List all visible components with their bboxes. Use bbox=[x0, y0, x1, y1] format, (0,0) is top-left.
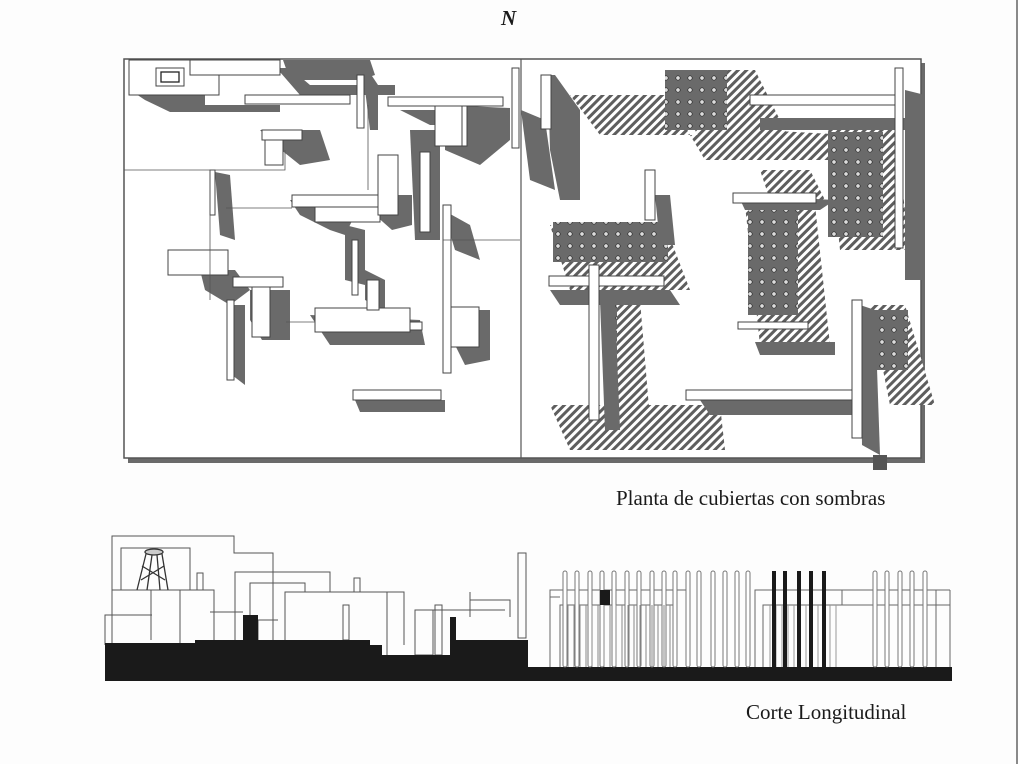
section-dark-columns bbox=[772, 571, 826, 667]
section-column bbox=[672, 570, 678, 668]
left-outlines bbox=[124, 105, 520, 323]
section-column bbox=[872, 570, 878, 668]
plan-right-half bbox=[521, 67, 935, 455]
section-solid-block bbox=[600, 590, 610, 605]
section-column bbox=[611, 570, 617, 668]
left-roofs bbox=[128, 59, 520, 401]
section-column bbox=[884, 570, 890, 668]
longitudinal-section bbox=[104, 535, 952, 681]
section-columns bbox=[562, 570, 928, 668]
section-column bbox=[562, 570, 568, 668]
right-roofs bbox=[540, 67, 904, 439]
section-dark-column bbox=[822, 571, 826, 667]
ground-section-solid bbox=[105, 615, 952, 681]
page-edge-divider bbox=[1016, 0, 1018, 764]
plan-caption: Planta de cubiertas con sombras bbox=[616, 486, 886, 510]
section-column bbox=[587, 570, 593, 668]
section-column bbox=[745, 570, 751, 668]
north-indicator: N bbox=[501, 6, 517, 30]
section-dark-column bbox=[797, 571, 801, 667]
section-column bbox=[897, 570, 903, 668]
right-shadows bbox=[521, 75, 925, 455]
section-column bbox=[922, 570, 928, 668]
water-tower-icon bbox=[136, 548, 169, 591]
section-column bbox=[696, 570, 702, 668]
plan-corner-block bbox=[873, 455, 887, 470]
plan-left-half bbox=[124, 59, 520, 412]
section-column bbox=[599, 570, 605, 668]
section-column bbox=[685, 570, 691, 668]
section-dark-column bbox=[783, 571, 787, 667]
section-column bbox=[734, 570, 740, 668]
water-tower-roof bbox=[160, 71, 180, 83]
section-dark-column bbox=[809, 571, 813, 667]
section-left-outlines bbox=[104, 535, 527, 656]
section-column bbox=[909, 570, 915, 668]
section-column bbox=[710, 570, 716, 668]
section-column bbox=[722, 570, 728, 668]
section-caption: Corte Longitudinal bbox=[746, 700, 907, 724]
column-grids bbox=[553, 70, 908, 420]
section-column bbox=[574, 570, 580, 668]
section-dark-column bbox=[772, 571, 776, 667]
roof-plan bbox=[123, 58, 935, 470]
